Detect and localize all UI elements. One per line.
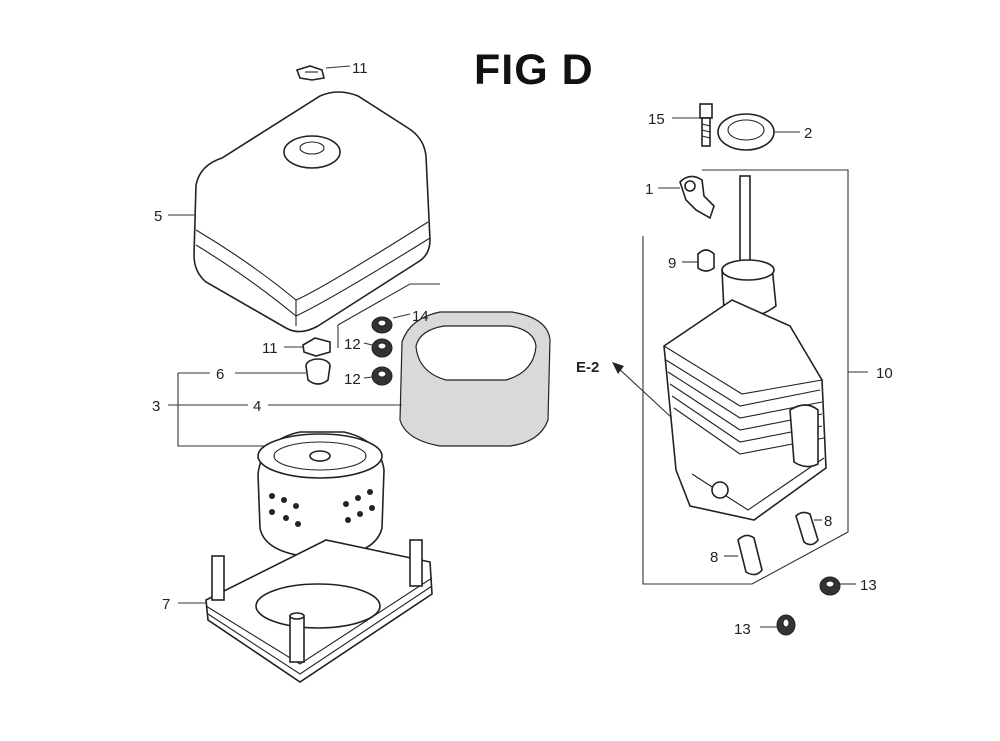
bracket-part-1	[679, 175, 715, 220]
reference-arrowhead	[612, 362, 624, 374]
callout-6: 6	[216, 366, 224, 383]
nut-part-13-lower	[776, 614, 796, 636]
callout-12-lower: 12	[344, 371, 361, 388]
callout-4: 4	[253, 398, 261, 415]
group-bracket-3	[177, 373, 270, 447]
leader-line-12-lower	[363, 376, 373, 379]
leader-line-14	[392, 313, 411, 319]
callout-2: 2	[804, 125, 812, 142]
leader-line-12-upper	[363, 342, 373, 346]
callout-13-lower: 13	[734, 621, 751, 638]
air-cleaner-base-part	[205, 539, 433, 683]
nut-part-13-upper	[819, 576, 841, 596]
wing-nut-part-mid	[302, 337, 331, 357]
bolt-part-15	[699, 103, 713, 147]
pin-part-8-right	[795, 511, 819, 546]
nut-part-12-lower	[371, 366, 393, 386]
nut-part-14	[371, 316, 393, 334]
gasket-part-2	[717, 113, 775, 151]
foam-element-part	[399, 311, 551, 447]
nut-part-12-upper	[371, 338, 393, 358]
cap-part-9	[697, 249, 715, 272]
callout-3: 3	[152, 398, 160, 415]
grommet-part	[305, 358, 331, 385]
callout-7: 7	[162, 596, 170, 613]
callout-14: 14	[412, 308, 429, 325]
callout-1: 1	[645, 181, 653, 198]
callout-9: 9	[668, 255, 676, 272]
figure-title: FIG D	[474, 46, 594, 94]
callout-11-top: 11	[352, 60, 368, 77]
callout-11-mid: 11	[262, 340, 278, 357]
callout-8-right: 8	[824, 513, 832, 530]
leader-line-11-top	[325, 65, 351, 69]
callout-13-upper: 13	[860, 577, 877, 594]
group-bracket-10	[642, 169, 849, 585]
callout-10: 10	[876, 365, 893, 382]
air-cleaner-cover-part	[193, 91, 431, 333]
reference-leader	[615, 365, 673, 419]
wing-nut-part-top	[295, 65, 325, 81]
pin-part-8-left	[737, 534, 763, 576]
callout-12-upper: 12	[344, 336, 361, 353]
callout-5: 5	[154, 208, 162, 225]
paper-element-part	[257, 431, 385, 557]
callout-15: 15	[648, 111, 665, 128]
reference-label: E-2	[576, 359, 599, 376]
callout-8-left: 8	[710, 549, 718, 566]
group-bracket-cover	[337, 283, 440, 348]
body-part-10	[663, 175, 827, 521]
